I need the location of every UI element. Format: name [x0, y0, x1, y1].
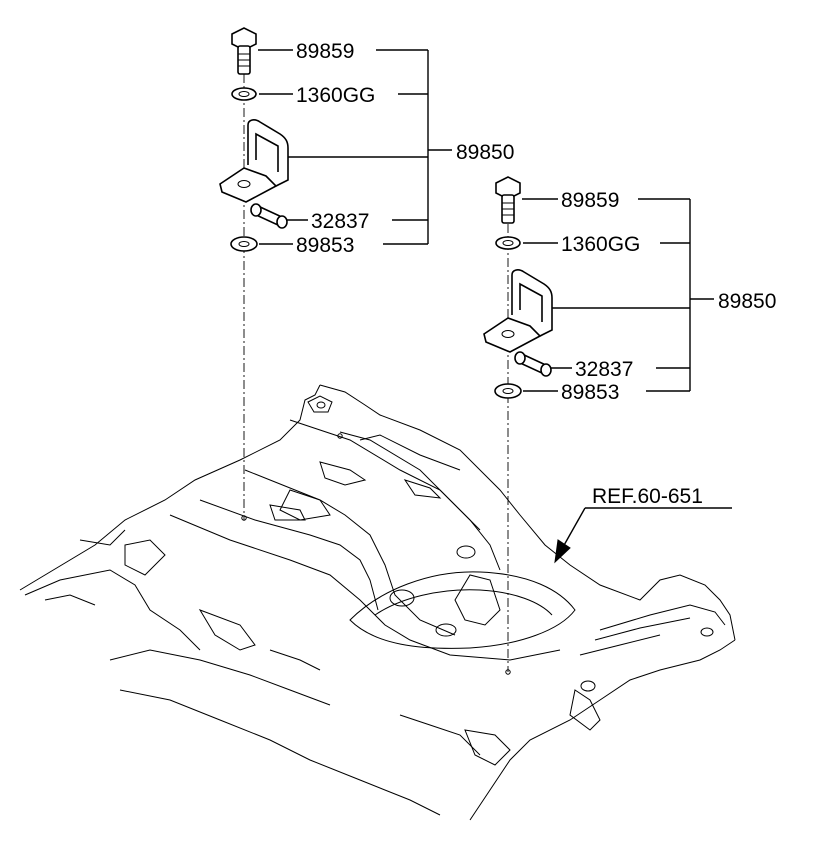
right-washer-label: 1360GG	[561, 233, 640, 256]
right-lower-washer-icon	[494, 383, 522, 399]
left-bolt-icon	[231, 27, 257, 75]
right-washer-icon	[495, 236, 521, 250]
left-washer-icon	[231, 87, 257, 101]
right-bracket-icon	[483, 269, 553, 353]
left-washer-label: 1360GG	[296, 84, 375, 107]
right-labels: 89859 1360GG 89850 32837 89853	[561, 189, 776, 404]
left-bracket-icon	[219, 119, 289, 203]
left-collar-label: 32837	[311, 210, 369, 233]
reference-pointer	[554, 507, 732, 564]
right-bolt-label: 89859	[561, 189, 619, 212]
right-bolt-icon	[495, 176, 521, 224]
right-leader-lines	[522, 198, 714, 392]
reference-label: REF.60-651	[592, 485, 703, 508]
left-lower-washer-icon	[230, 236, 258, 252]
right-assembly-parts	[483, 176, 553, 675]
left-assembly-label: 89850	[456, 141, 514, 164]
floor-panel	[19, 384, 736, 821]
left-lower-washer-label: 89853	[296, 234, 354, 257]
left-leader-lines	[258, 49, 452, 245]
right-assembly-label: 89850	[718, 290, 776, 313]
left-labels: 89859 1360GG 89850 32837 89853	[296, 40, 514, 257]
right-collar-label: 32837	[575, 358, 633, 381]
left-bolt-label: 89859	[296, 40, 354, 63]
left-collar-icon	[250, 203, 288, 229]
right-lower-washer-label: 89853	[561, 381, 619, 404]
right-collar-icon	[514, 351, 552, 377]
left-assembly-parts	[219, 27, 289, 521]
